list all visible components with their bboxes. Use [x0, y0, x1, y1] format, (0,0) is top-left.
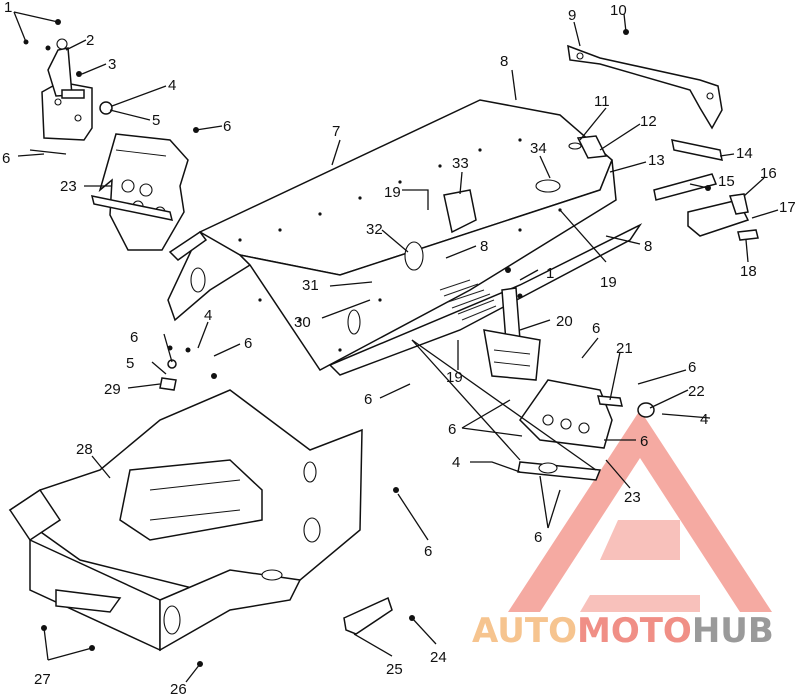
right-mounting-plate-assembly	[517, 379, 655, 481]
callout-16: 16	[760, 165, 777, 182]
callout-8: 8	[644, 238, 652, 255]
callout-23: 23	[624, 489, 641, 506]
callout-19: 19	[384, 184, 401, 201]
callout-11: 11	[594, 93, 610, 110]
callout-23: 23	[60, 178, 77, 195]
rear-mount-parts	[568, 135, 759, 241]
callout-6: 6	[130, 329, 138, 346]
callout-6: 6	[448, 421, 456, 438]
callout-19: 19	[446, 369, 463, 386]
steering-post-20	[483, 267, 541, 381]
callout-32: 32	[366, 221, 383, 238]
callout-15: 15	[718, 173, 735, 190]
callout-26: 26	[170, 681, 187, 695]
callout-6: 6	[424, 543, 432, 560]
callout-1: 1	[4, 0, 12, 16]
callout-7: 7	[332, 123, 340, 140]
callout-6: 6	[2, 150, 10, 167]
callout-8: 8	[500, 53, 508, 70]
rivet-dots	[238, 138, 562, 352]
callout-4: 4	[700, 411, 708, 428]
callout-34: 34	[530, 140, 547, 157]
callout-20: 20	[556, 313, 573, 330]
callout-6: 6	[364, 391, 372, 408]
callout-30: 30	[294, 314, 311, 331]
callout-19: 19	[600, 274, 617, 291]
automotohub-watermark: AUTOMOTOHUB	[472, 611, 774, 651]
main-frame-tunnel	[167, 99, 643, 376]
callout-21: 21	[616, 340, 633, 357]
vent-slots	[439, 279, 497, 321]
callout-8: 8	[480, 238, 488, 255]
automotohub-logo-triangle	[508, 410, 772, 612]
callout-6: 6	[688, 359, 696, 376]
callout-25: 25	[386, 661, 403, 678]
watermark-auto: AUTO	[472, 611, 577, 651]
callout-2: 2	[86, 32, 94, 49]
left-steering-bracket-assembly	[23, 19, 113, 155]
callout-18: 18	[740, 263, 757, 280]
callout-27: 27	[34, 671, 51, 688]
watermark-moto: MOTO	[577, 611, 692, 651]
callout-17: 17	[779, 199, 796, 216]
callout-6: 6	[640, 433, 648, 450]
callout-29: 29	[104, 381, 121, 398]
left-mounting-plate-23	[90, 127, 199, 251]
callout-10: 10	[610, 2, 627, 19]
svg-text:AUTOMOTOHUB: AUTOMOTOHUB	[472, 611, 774, 651]
callout-3: 3	[108, 56, 116, 73]
callout-22: 22	[688, 383, 705, 400]
callout-14: 14	[736, 145, 753, 162]
rear-bracket-9	[567, 29, 723, 130]
callout-5: 5	[152, 112, 160, 129]
callout-6: 6	[592, 320, 600, 337]
callout-6: 6	[534, 529, 542, 546]
callout-4: 4	[168, 77, 176, 94]
leader-lines	[13, 11, 779, 683]
callout-9: 9	[568, 7, 576, 24]
callout-4: 4	[452, 454, 460, 471]
callout-33: 33	[452, 155, 469, 172]
callout-31: 31	[302, 277, 319, 294]
callout-5: 5	[126, 355, 134, 372]
callout-4: 4	[204, 307, 212, 324]
callout-24: 24	[430, 649, 447, 666]
callout-1: 1	[546, 265, 554, 282]
callout-28: 28	[76, 441, 93, 458]
callout-6: 6	[223, 118, 231, 135]
callout-6: 6	[244, 335, 252, 352]
watermark-hub: HUB	[692, 611, 774, 651]
callout-12: 12	[640, 113, 657, 130]
callout-13: 13	[648, 152, 665, 169]
bottom-subframe-28	[8, 373, 399, 667]
small-bracket-25	[343, 596, 415, 635]
small-parts-5-29	[159, 345, 191, 391]
